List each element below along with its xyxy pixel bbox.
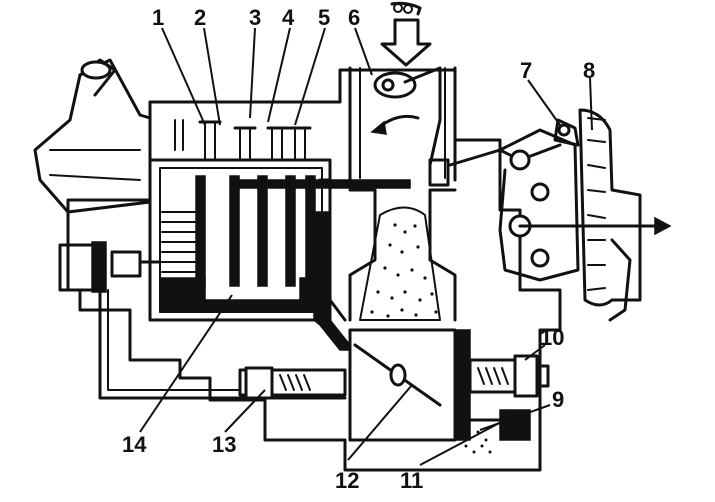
venturi-spray — [348, 188, 457, 322]
callout-6: 6 — [348, 5, 360, 30]
air-horn — [348, 66, 457, 187]
fuel-level-hatching — [161, 211, 201, 273]
callout-8: 8 — [583, 58, 595, 83]
callout-10: 10 — [540, 325, 564, 350]
callout-11: 11 — [400, 468, 423, 493]
fuel-filter-housing — [33, 58, 152, 214]
callout-2: 2 — [194, 5, 206, 30]
callout-14: 14 — [122, 432, 147, 457]
air-inflow-arrow-icon — [380, 1, 432, 67]
vacuum-diaphragm-unit — [578, 108, 642, 322]
callout-3: 3 — [249, 5, 261, 30]
callout-12: 12 — [335, 468, 359, 493]
callout-leaders — [139, 27, 593, 466]
idle-mixture-screw — [468, 354, 550, 398]
choke-linkage — [448, 118, 580, 282]
fuel-inlet — [58, 241, 347, 400]
callout-4: 4 — [282, 5, 295, 30]
callout-labels: 1 2 3 4 5 6 7 8 9 10 11 12 13 14 — [122, 5, 595, 493]
callout-5: 5 — [318, 5, 330, 30]
throttle-valve — [348, 328, 471, 442]
callout-13: 13 — [212, 432, 236, 457]
output-arrow-icon — [518, 216, 672, 236]
carburettor-body — [66, 68, 562, 472]
callout-7: 7 — [520, 58, 532, 83]
idle-jet-screw — [238, 366, 347, 400]
callout-9: 9 — [552, 387, 564, 412]
callout-1: 1 — [152, 5, 164, 30]
